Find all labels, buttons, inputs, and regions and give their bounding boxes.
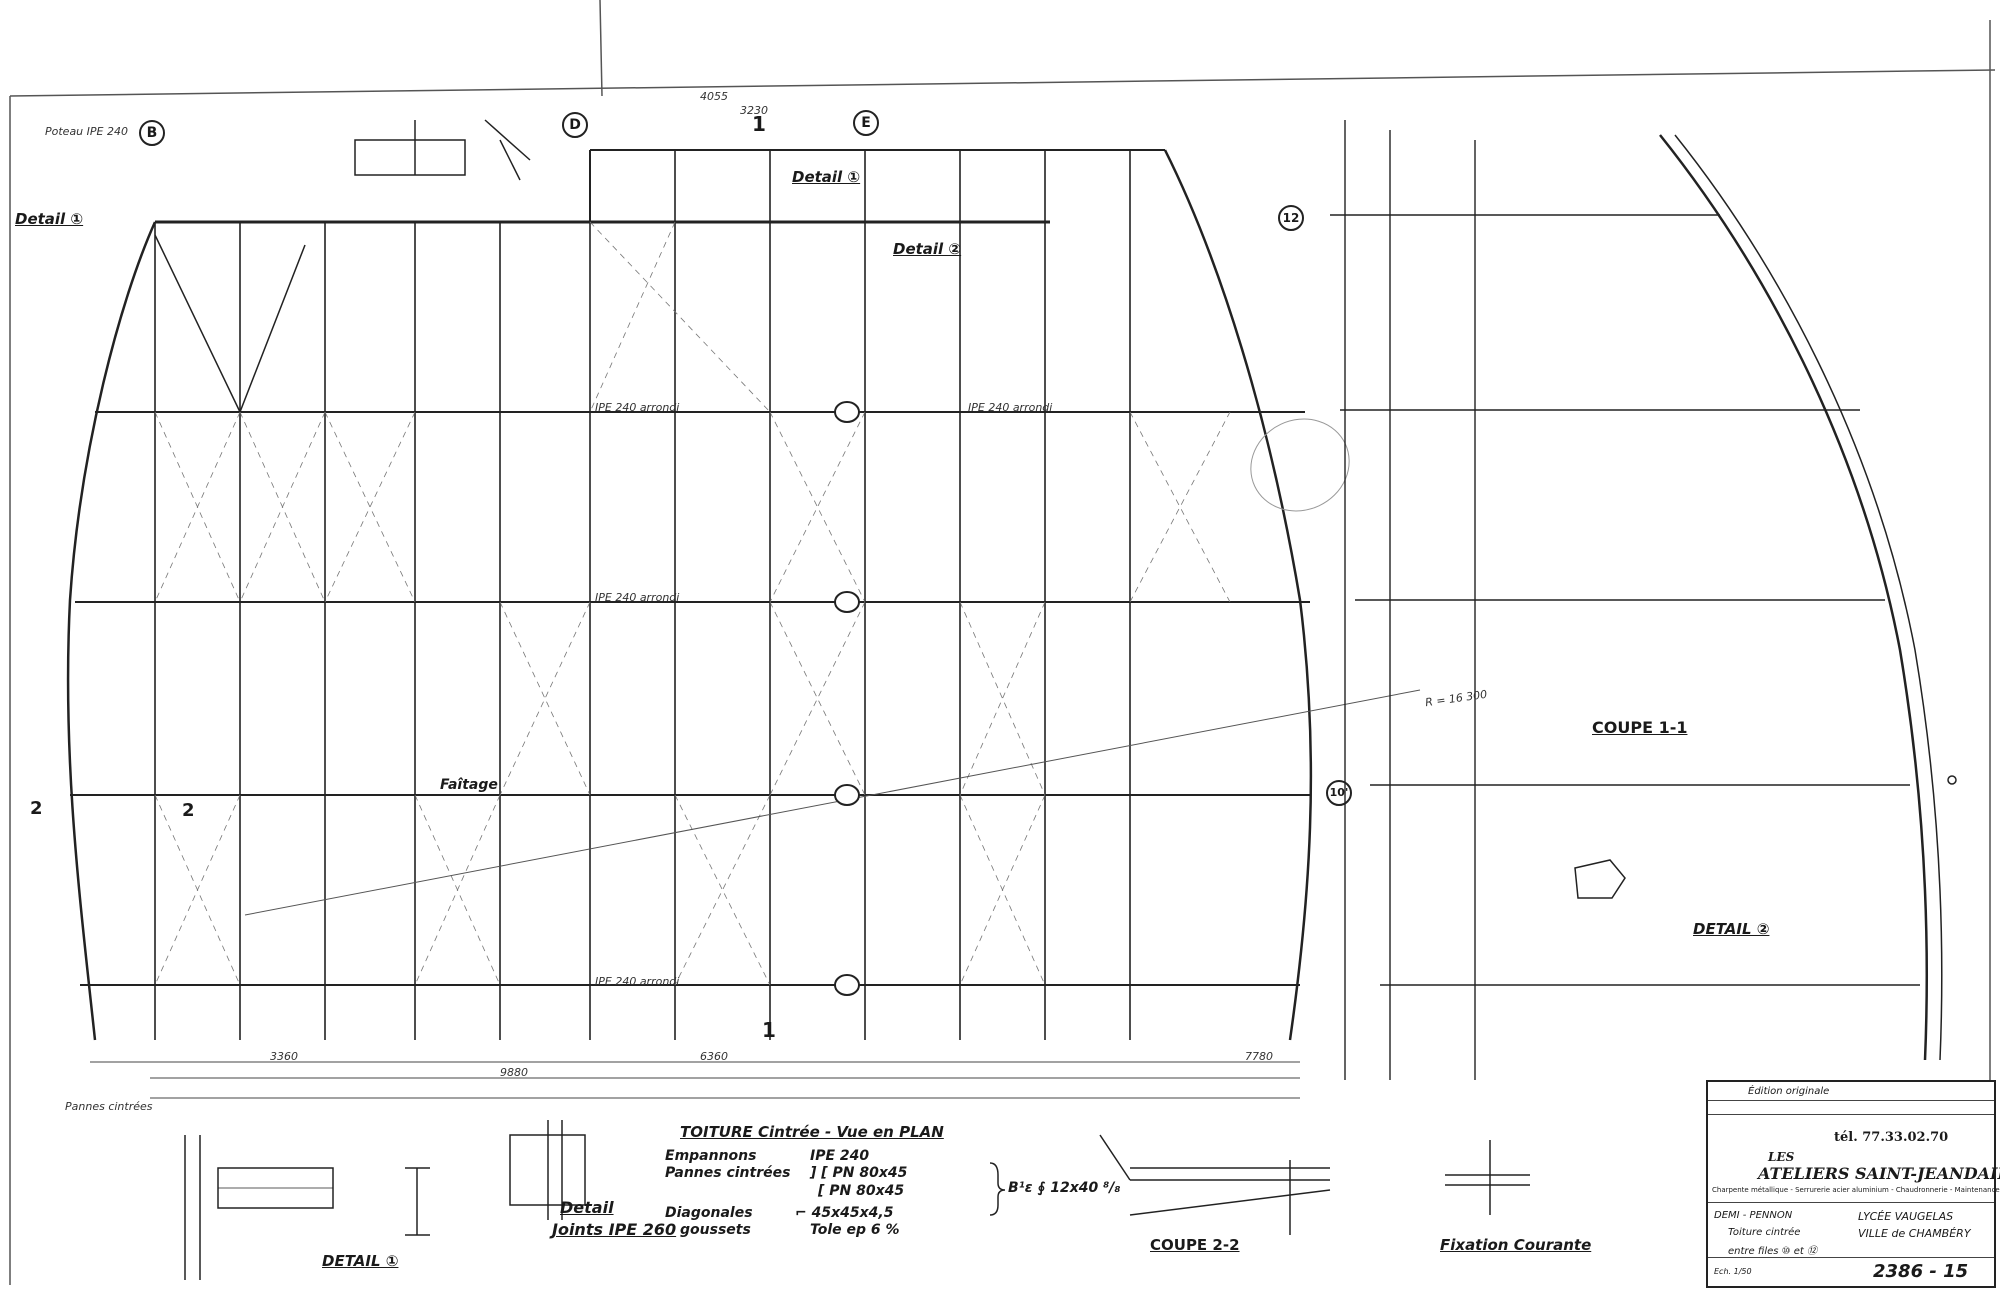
detail-1-mid-label: Detail ①	[792, 168, 861, 186]
section-mark-left-2b: 2	[182, 800, 195, 821]
client-left-3: entre files ⑩ et ⑫	[1728, 1246, 1818, 1257]
sheet-border	[9, 0, 1996, 1285]
grid-bubble-10: 10'	[1326, 780, 1352, 806]
detail-2-right-label: DETAIL ②	[1693, 920, 1770, 938]
legend-title: TOITURE Cintrée - Vue en PLAN	[680, 1123, 944, 1141]
legend-label-pannes: Pannes cintrées	[665, 1165, 791, 1181]
legend-value-diagonales: ⌐ 45x45x4,5	[795, 1205, 894, 1221]
poteau-label: Poteau IPE 240	[45, 125, 128, 138]
detail-1-bottom-label: DETAIL ①	[322, 1252, 399, 1270]
legend-value-goussets: Tole ep 6 %	[810, 1222, 900, 1238]
pannes-cintrees-label: Pannes cintrées	[65, 1100, 153, 1113]
dimension-label: 9880	[500, 1066, 528, 1079]
coupe-2-2-label: COUPE 2-2	[1150, 1236, 1240, 1254]
logo-subtitle: Charpente métallique - Serrurerie acier …	[1712, 1186, 2000, 1194]
drawing-number: 2386 - 15	[1873, 1261, 1969, 1282]
logo-text-les: LES	[1768, 1150, 1795, 1164]
top-details	[354, 119, 531, 181]
coupe-1-1-label: COUPE 1-1	[1592, 718, 1688, 737]
ipe240-annotation: IPE 240 arrondi	[968, 401, 1053, 414]
dimension-label: 7780	[1245, 1050, 1273, 1063]
legend-bolt-note: B¹ɛ ∮ 12x40 ⁸/₈	[1008, 1180, 1121, 1196]
client-left-2: Toiture cintrée	[1728, 1227, 1801, 1238]
grid-bubble-12: 12	[1278, 205, 1304, 231]
ipe240-annotation: IPE 240 arrondi	[595, 401, 680, 414]
legend-label-empannons: Empannons	[665, 1148, 757, 1164]
fixation-courante-label: Fixation Courante	[1440, 1236, 1592, 1254]
detail-joints-label-1: Detail	[560, 1198, 614, 1217]
legend-value-pannes-a: ] [ PN 80x45	[810, 1165, 908, 1181]
dimension-label: 4055	[700, 90, 728, 103]
grid-bubble-b: B	[139, 120, 165, 146]
plan-view	[66, 149, 1421, 1099]
ipe240-annotation: IPE 240 arrondi	[595, 591, 680, 604]
phone-number: tél. 77.33.02.70	[1834, 1130, 1949, 1145]
legend-label-diagonales: Diagonales	[665, 1205, 753, 1221]
section-mark-bottom: 1	[762, 1018, 776, 1042]
logo-text-company: ATELIERS SAINT-JEANDAIRES	[1758, 1164, 2000, 1183]
client-left: DEMI - PENNON	[1714, 1210, 1793, 1221]
detail-1-top-label: Detail ①	[15, 210, 84, 228]
edition-label: Édition originale	[1748, 1086, 1830, 1097]
section-mark-top: 1	[752, 112, 766, 136]
legend-value-pannes-b: [ PN 80x45	[818, 1183, 905, 1199]
scale-label: Ech. 1/50	[1714, 1267, 1752, 1276]
legend-value-empannons: IPE 240	[810, 1148, 870, 1164]
dimension-label: 3360	[270, 1050, 298, 1063]
grid-bubble-e: E	[853, 110, 879, 136]
faitage-label: Faîtage	[440, 777, 498, 793]
section-mark-left-2: 2	[30, 798, 43, 819]
legend-label-goussets: goussets	[680, 1222, 751, 1238]
bottom-details	[184, 1120, 1530, 1280]
ipe240-annotation: IPE 240 arrondi	[595, 975, 680, 988]
title-block: Édition originale tél. 77.33.02.70 LES A…	[1706, 1080, 2000, 1288]
project-city: VILLE de CHAMBÉRY	[1858, 1227, 1971, 1240]
detail-joints-label-2: Joints IPE 260	[552, 1220, 677, 1239]
grid-bubble-d: D	[562, 112, 588, 138]
dimension-label: 6360	[700, 1050, 728, 1063]
dimension-label: 3230	[740, 104, 768, 117]
section-1-1	[1330, 120, 1957, 1080]
legend-bracket	[989, 1162, 1006, 1216]
detail-2-mid-label: Detail ②	[893, 240, 962, 258]
project-name: LYCÉE VAUGELAS	[1858, 1210, 1954, 1223]
